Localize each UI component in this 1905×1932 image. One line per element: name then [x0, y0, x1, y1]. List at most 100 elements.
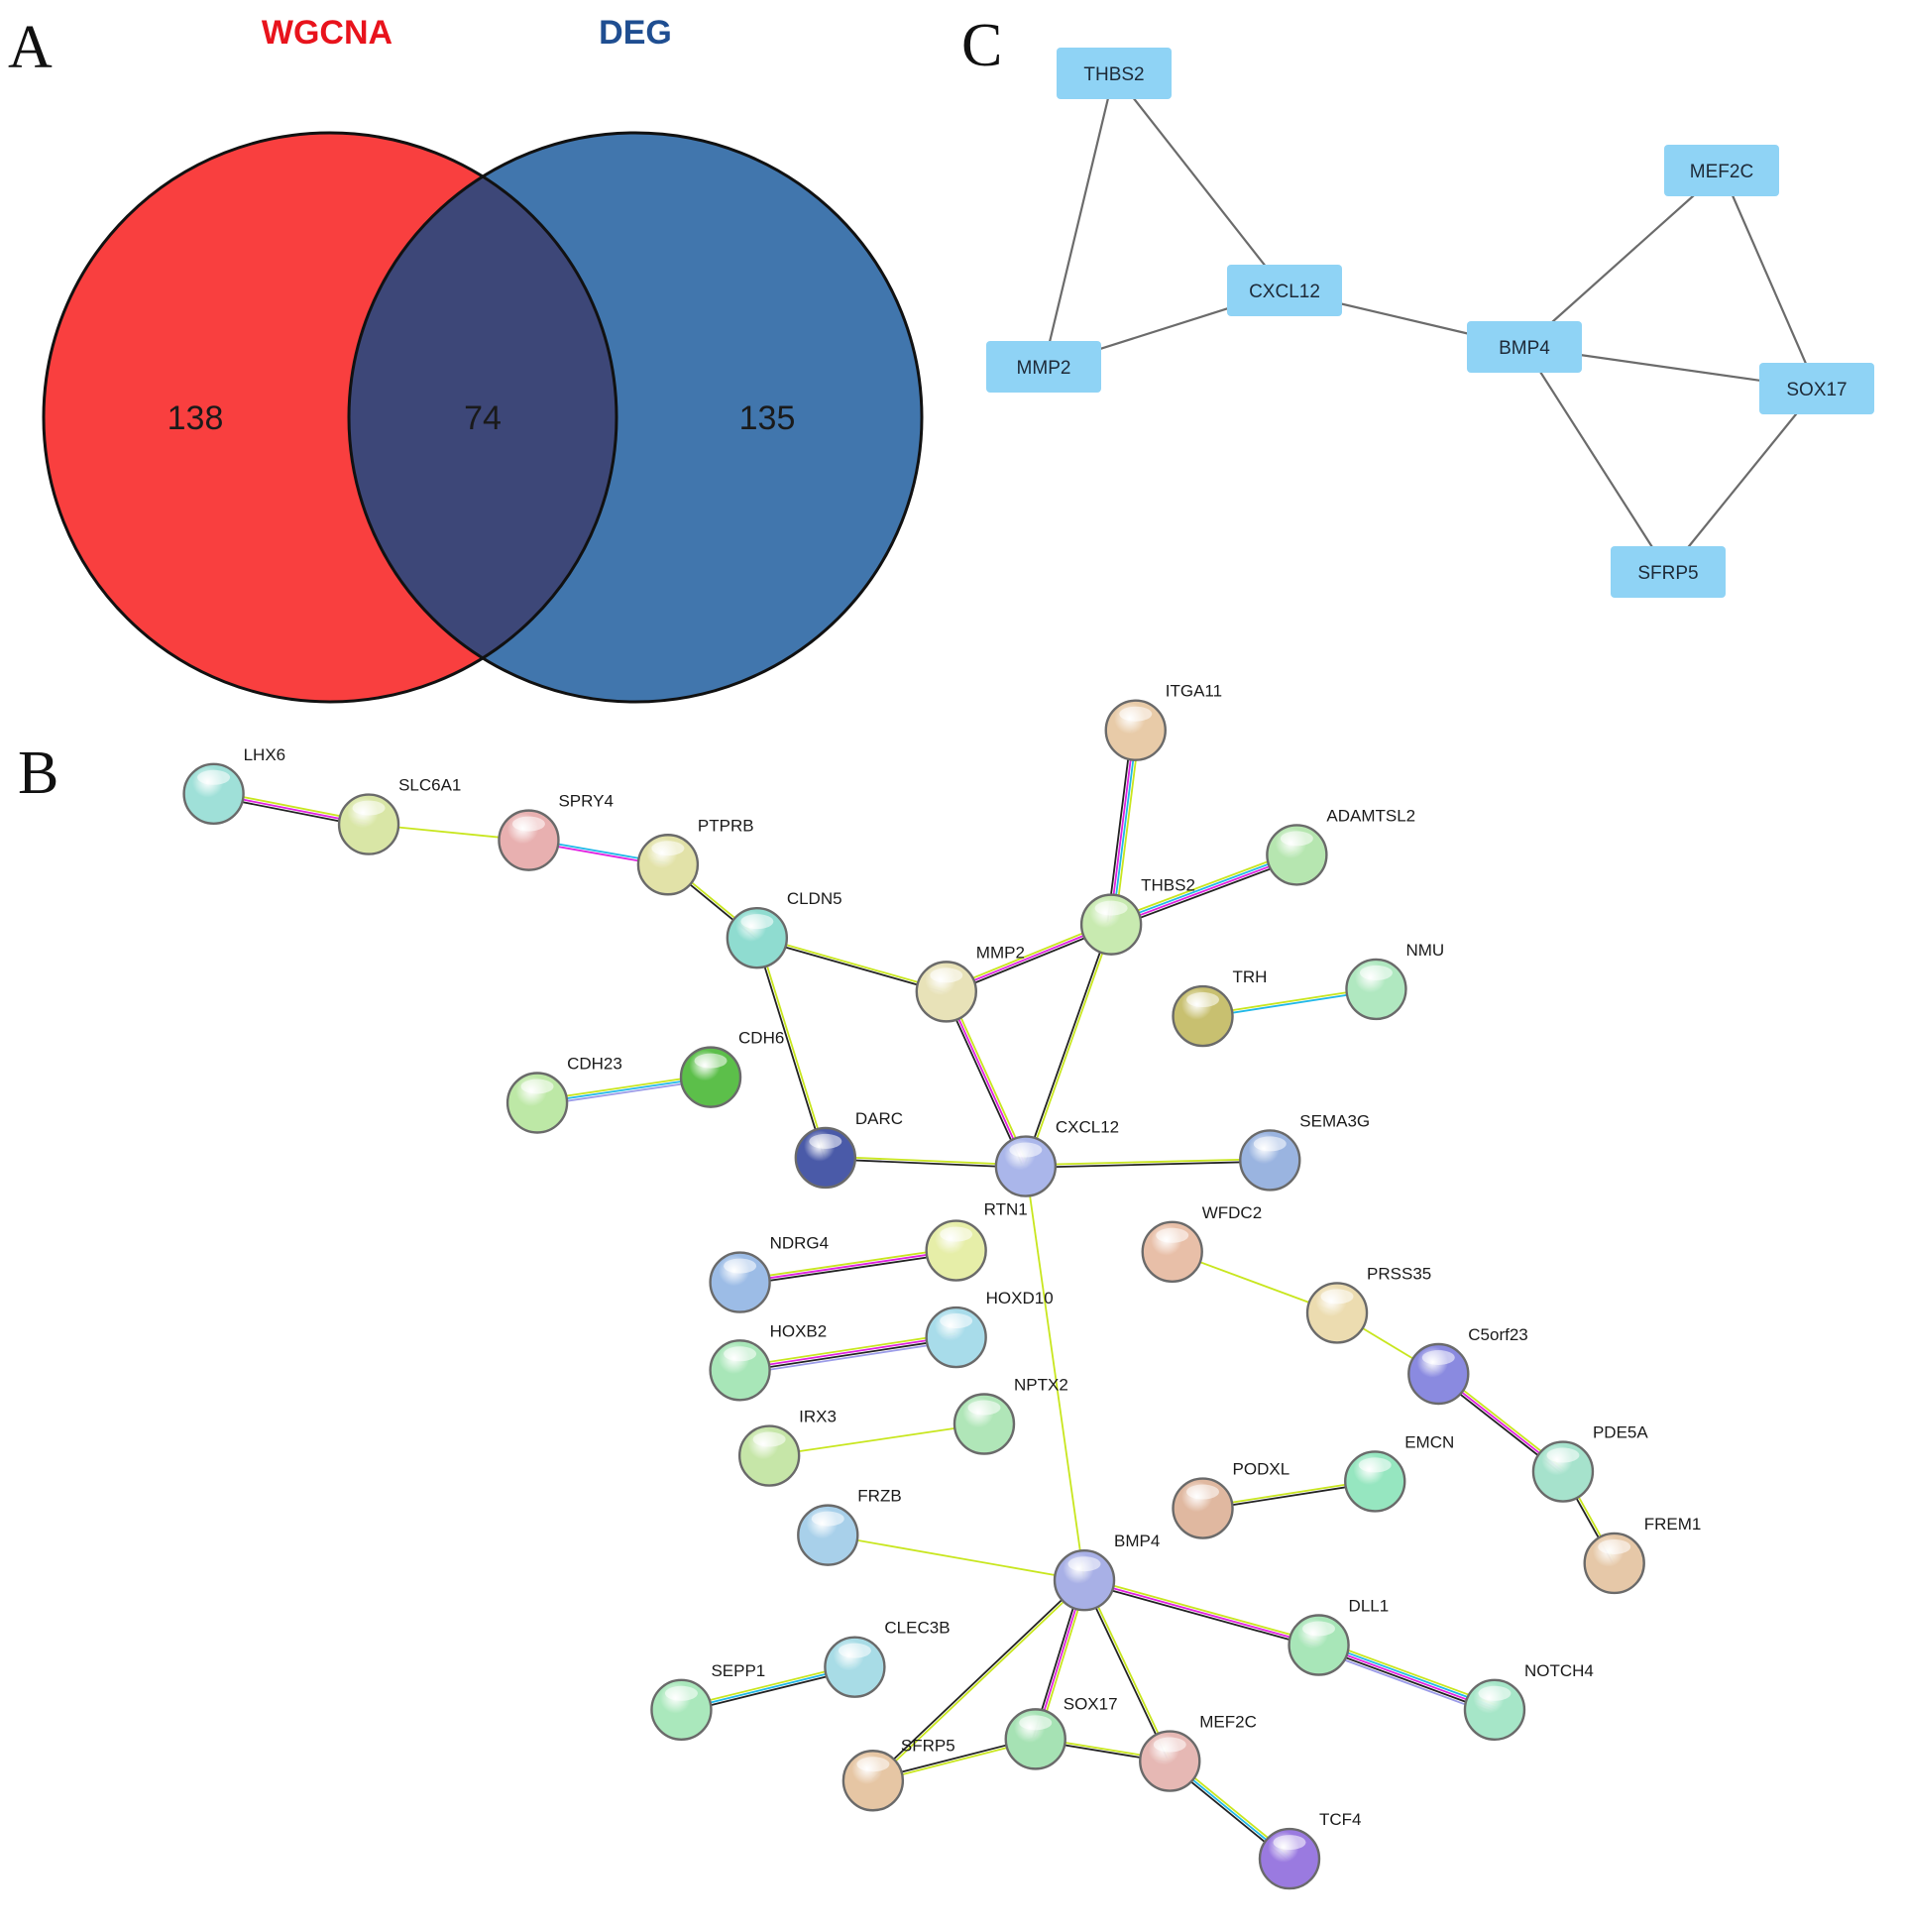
ppi-node-hoxb2[interactable]: HOXB2	[709, 1321, 828, 1402]
ppi-node-cldn5[interactable]: CLDN5	[726, 889, 842, 969]
ppi-node-mef2c[interactable]: MEF2C	[1139, 1713, 1257, 1792]
hub-node-mmp2[interactable]: MMP2	[986, 341, 1101, 393]
ppi-node-tcf4[interactable]: TCF4	[1258, 1810, 1362, 1890]
sphere-highlight	[352, 800, 386, 816]
ppi-node-emcn[interactable]: EMCN	[1344, 1432, 1454, 1513]
ppi-node-adamtsl2[interactable]: ADAMTSL2	[1266, 806, 1415, 886]
ppi-node-irx3[interactable]: IRX3	[737, 1408, 837, 1487]
ppi-node-label: RTN1	[984, 1200, 1028, 1219]
hub-edge-mef2c-sox17	[1720, 170, 1819, 390]
ppi-node-label: NPTX2	[1014, 1376, 1068, 1395]
sphere-highlight	[724, 1346, 757, 1362]
ppi-node-clec3b[interactable]: CLEC3B	[824, 1619, 951, 1698]
hub-node-label: SOX17	[1786, 380, 1847, 400]
ppi-node-label: CLDN5	[787, 889, 842, 908]
sphere-highlight	[1156, 1227, 1189, 1243]
hub-node-label: BMP4	[1499, 338, 1550, 359]
hub-edge-bmp4-sfrp5	[1523, 346, 1669, 573]
ppi-node-label: DARC	[855, 1109, 903, 1128]
ppi-node-hoxd10[interactable]: HOXD10	[925, 1289, 1054, 1369]
evidence-line-coexpression	[871, 1578, 1084, 1780]
evidence-line-experiments	[1083, 1579, 1319, 1647]
sphere-highlight	[1280, 831, 1313, 847]
sphere-highlight	[809, 1133, 842, 1149]
ppi-node-podxl[interactable]: PODXL	[1172, 1460, 1290, 1539]
ppi-node-pde5a[interactable]: PDE5A	[1531, 1423, 1648, 1503]
evidence-line-textmining	[1026, 924, 1114, 1168]
ppi-node-mmp2[interactable]: MMP2	[915, 943, 1025, 1023]
ppi-node-dll1[interactable]: DLL1	[1288, 1597, 1390, 1676]
sphere-highlight	[1359, 965, 1393, 980]
evidence-line-databases	[1111, 730, 1138, 925]
ppi-node-thbs2[interactable]: THBS2	[1079, 876, 1195, 956]
hub-node-cxcl12[interactable]: CXCL12	[1227, 265, 1342, 316]
ppi-node-prss35[interactable]: PRSS35	[1305, 1264, 1431, 1344]
sphere-highlight	[1009, 1142, 1043, 1158]
hub-node-sfrp5[interactable]: SFRP5	[1611, 546, 1726, 598]
evidence-line-textmining	[873, 1580, 1086, 1782]
sphere-highlight	[197, 769, 231, 785]
venn-set-title-deg: DEG	[599, 14, 672, 52]
ppi-edge-itga11-thbs2	[1106, 730, 1141, 926]
ppi-node-darc[interactable]: DARC	[794, 1109, 903, 1190]
ppi-node-bmp4[interactable]: BMP4	[1053, 1532, 1160, 1612]
evidence-line-homology	[740, 1340, 957, 1376]
evidence-line-homology	[1316, 1648, 1494, 1716]
ppi-node-label: SOX17	[1064, 1694, 1118, 1713]
evidence-line-textmining	[769, 1422, 985, 1457]
ppi-node-slc6a1[interactable]: SLC6A1	[337, 776, 461, 855]
evidence-line-coexpression	[943, 992, 1025, 1169]
hub-node-box	[986, 341, 1101, 393]
ppi-node-ptprb[interactable]: PTPRB	[636, 816, 754, 896]
ppi-node-lhx6[interactable]: LHX6	[182, 745, 286, 825]
sphere-highlight	[1186, 1484, 1220, 1500]
hub-edge-sox17-sfrp5	[1667, 388, 1818, 573]
ppi-node-nptx2[interactable]: NPTX2	[952, 1376, 1068, 1455]
sphere-highlight	[930, 967, 963, 983]
panel-letter-c: C	[961, 12, 1002, 79]
ppi-node-sema3g[interactable]: SEMA3G	[1239, 1111, 1370, 1192]
sphere-highlight	[1067, 1556, 1101, 1572]
ppi-node-sox17[interactable]: SOX17	[1004, 1694, 1118, 1770]
venn-count-intersection: 74	[464, 399, 502, 437]
ppi-node-ndrg4[interactable]: NDRG4	[709, 1234, 830, 1313]
ppi-node-spry4[interactable]: SPRY4	[498, 792, 614, 871]
ppi-node-label: PRSS35	[1367, 1264, 1431, 1283]
hub-node-bmp4[interactable]: BMP4	[1467, 321, 1582, 373]
ppi-node-frzb[interactable]: FRZB	[797, 1487, 902, 1566]
ppi-node-nmu[interactable]: NMU	[1345, 941, 1444, 1021]
hub-node-thbs2[interactable]: THBS2	[1057, 48, 1172, 99]
panel-letter-b: B	[18, 739, 58, 807]
ppi-node-cdh23[interactable]: CDH23	[505, 1054, 622, 1134]
ppi-node-label: HOXD10	[986, 1289, 1054, 1307]
ppi-node-label: WFDC2	[1202, 1203, 1262, 1222]
ppi-node-label: TCF4	[1319, 1810, 1362, 1829]
evidence-line-coexpression	[1112, 857, 1299, 930]
evidence-line-coexpression	[1025, 1160, 1271, 1169]
ppi-node-cxcl12[interactable]: CXCL12	[994, 1118, 1119, 1197]
evidence-line-textmining	[757, 937, 828, 1158]
hub-node-mef2c[interactable]: MEF2C	[1664, 145, 1779, 196]
sphere-highlight	[1478, 1685, 1512, 1701]
evidence-line-experiments	[945, 991, 1027, 1167]
ppi-node-itga11[interactable]: ITGA11	[1104, 682, 1222, 761]
ppi-node-notch4[interactable]: NOTCH4	[1463, 1661, 1594, 1742]
ppi-node-frem1[interactable]: FREM1	[1583, 1515, 1702, 1595]
evidence-line-textmining	[1084, 1579, 1173, 1762]
hub-node-sox17[interactable]: SOX17	[1759, 363, 1874, 414]
hub-node-label: CXCL12	[1249, 282, 1320, 302]
ppi-node-c5orf23[interactable]: C5orf23	[1407, 1325, 1528, 1406]
ppi-node-sfrp5[interactable]: SFRP5	[841, 1736, 955, 1812]
ppi-node-wfdc2[interactable]: WFDC2	[1141, 1203, 1262, 1284]
ppi-node-sepp1[interactable]: SEPP1	[650, 1661, 765, 1742]
ppi-node-label: DLL1	[1349, 1597, 1390, 1616]
ppi-node-label: ITGA11	[1166, 682, 1222, 701]
ppi-node-rtn1[interactable]: RTN1	[925, 1200, 1028, 1282]
sphere-highlight	[1598, 1538, 1631, 1554]
ppi-node-trh[interactable]: TRH	[1172, 967, 1268, 1048]
ppi-edge-cldn5-mmp2	[756, 936, 948, 994]
evidence-line-coexpression	[1083, 1581, 1319, 1648]
sphere-highlight	[1320, 1289, 1354, 1305]
sphere-highlight	[694, 1053, 728, 1069]
ppi-node-cdh6[interactable]: CDH6	[679, 1029, 784, 1108]
